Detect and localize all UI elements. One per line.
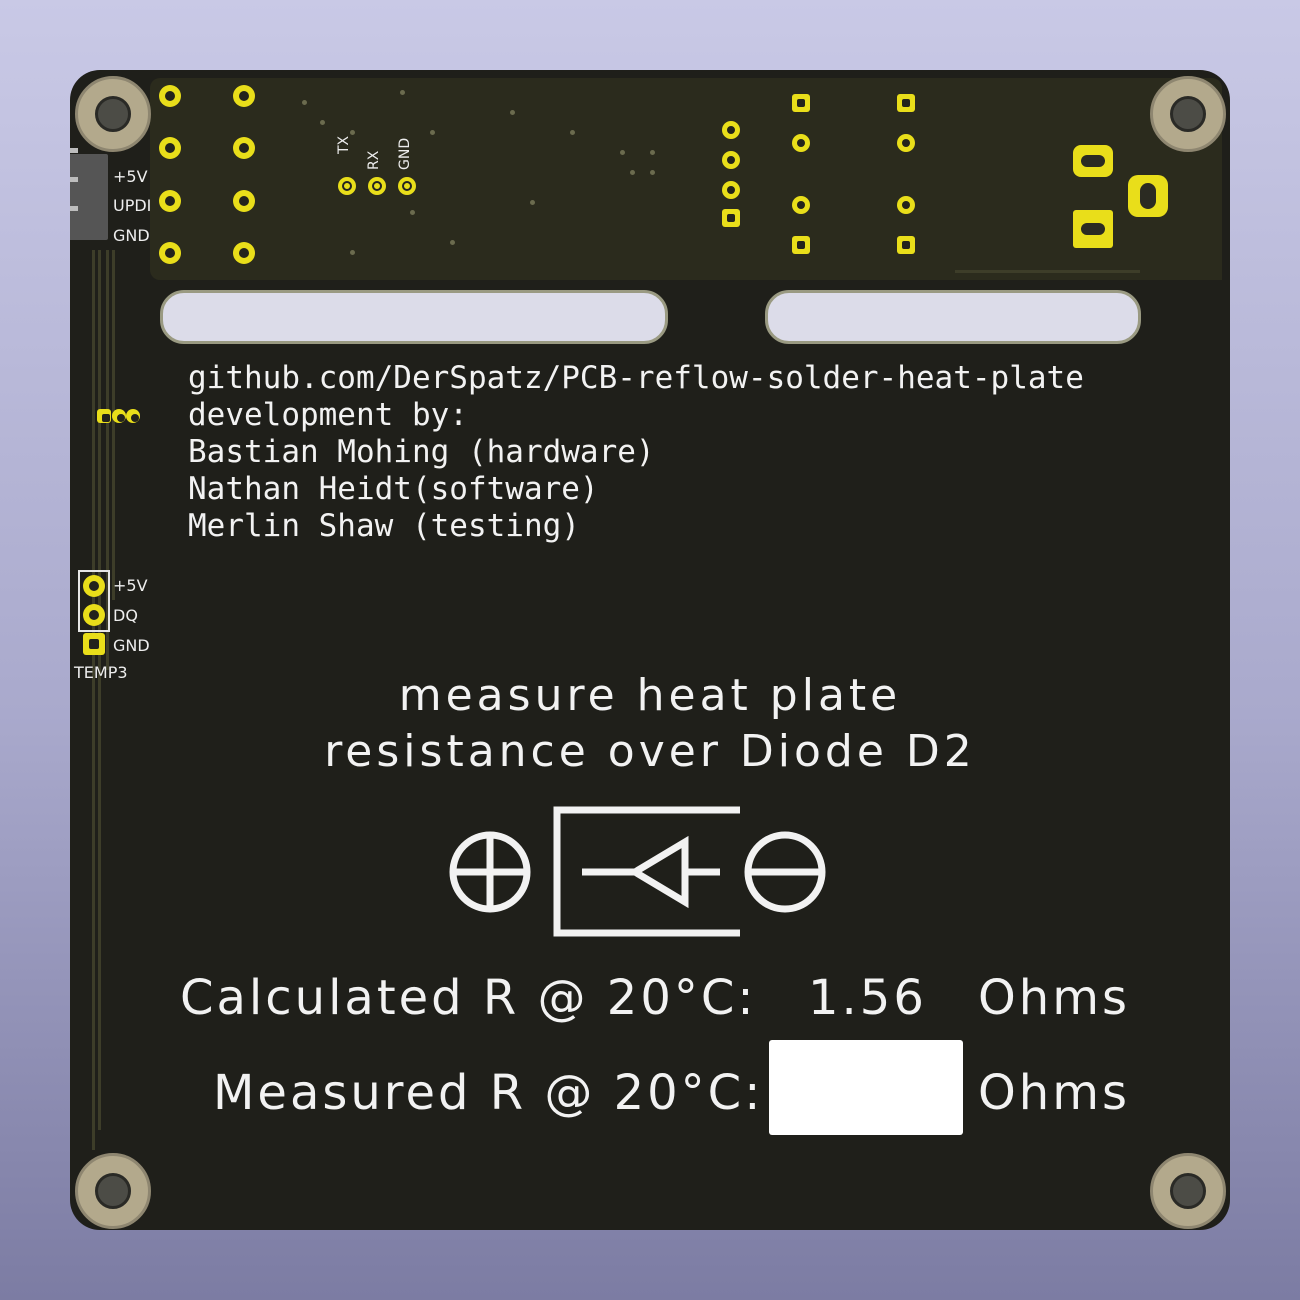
prog-header [70,154,108,240]
temp-pad-5v [83,575,105,597]
measure-line-1: measure heat plate [398,670,902,721]
dc-jack-pad [1128,175,1168,217]
measured-value-box[interactable] [769,1040,963,1135]
calc-r-label: Calculated R @ 20°C: [180,970,757,1026]
via [510,110,515,115]
credits-url: github.com/DerSpatz/PCB-reflow-solder-he… [188,360,1084,396]
pad [897,236,915,254]
credits-software: Nathan Heidt(software) [188,471,599,507]
slot-right [765,290,1141,344]
credits-hardware: Bastian Mohing (hardware) [188,434,655,470]
trace [98,250,101,1130]
measure-line-2: resistance over Diode D2 [324,726,976,777]
mounting-hole-top-left [75,76,151,152]
credits-testing: Merlin Shaw (testing) [188,508,580,544]
via [400,90,405,95]
serial-label-gnd: GND [397,137,413,170]
pad [792,94,810,112]
via [530,200,535,205]
via [320,120,325,125]
serial-pad-rx [368,177,386,195]
temp-header-outline [78,570,110,632]
mounting-hole-bottom-left [75,1153,151,1229]
pad [722,209,740,227]
meas-r-unit: Ohms [978,1065,1130,1121]
temp-header-ref: TEMP3 [74,663,128,682]
dc-jack-pad [1073,210,1113,248]
pad [159,190,181,212]
via [350,130,355,135]
serial-pad-gnd [398,177,416,195]
pad [159,242,181,264]
trace [112,250,115,600]
serial-label-tx: TX [336,135,352,154]
pad [159,85,181,107]
serial-label-rx: RX [366,150,382,170]
temp-pad-gnd [83,633,105,655]
pad [233,242,255,264]
pad [897,134,915,152]
component-area [150,78,1222,280]
prog-label-updi: UPDI [113,196,152,215]
diode-icon [553,806,740,937]
pad [112,409,126,423]
calc-r-unit: Ohms [978,970,1130,1026]
trace [955,270,1140,273]
credits-heading: development by: [188,397,468,433]
pad [792,196,810,214]
pad [792,134,810,152]
serial-pad-tx [338,177,356,195]
pad [97,409,111,423]
temp-label-gnd: GND [113,636,150,655]
temp-label-5v: +5V [113,576,148,595]
dc-jack-pad [1073,145,1113,177]
via [410,210,415,215]
via [630,170,635,175]
via [430,130,435,135]
trace [106,250,109,670]
via [650,150,655,155]
pad [897,94,915,112]
pad [722,121,740,139]
trace [92,250,95,1150]
pad [233,137,255,159]
plus-circle-icon [449,831,531,913]
pad [233,85,255,107]
pad [722,181,740,199]
pad [897,196,915,214]
pad [792,236,810,254]
pad [233,190,255,212]
via [620,150,625,155]
slot-left [160,290,668,344]
via [350,250,355,255]
mounting-hole-top-right [1150,76,1226,152]
calc-r-value: 1.56 [808,970,927,1026]
prog-label-5v: +5V [113,167,148,186]
temp-pad-dq [83,604,105,626]
header-pin [70,148,78,153]
pad [159,137,181,159]
header-pin [70,206,78,211]
pad [722,151,740,169]
pad [126,409,140,423]
prog-label-gnd: GND [113,226,150,245]
pcb-board: TX RX GND +5V UPDI GND +5V DQ GND TEMP3 … [70,70,1230,1230]
mounting-hole-bottom-right [1150,1153,1226,1229]
diode-diagram [449,806,826,937]
minus-circle-icon [744,831,826,913]
via [450,240,455,245]
via [570,130,575,135]
header-pin [70,177,78,182]
temp-label-dq: DQ [113,606,138,625]
via [650,170,655,175]
via [302,100,307,105]
meas-r-label: Measured R @ 20°C: [213,1065,764,1121]
